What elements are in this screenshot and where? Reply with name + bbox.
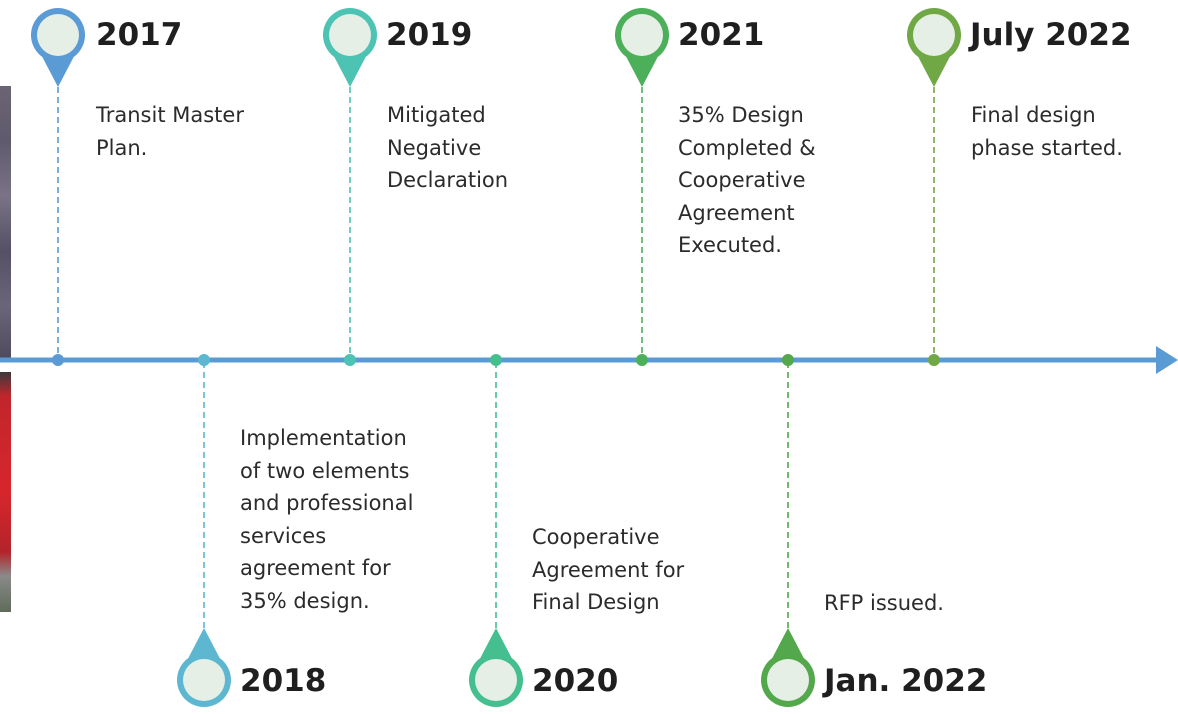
milestone-text-line: services	[240, 523, 327, 548]
cropped-photo-strip-bottom	[0, 372, 11, 612]
cropped-photo-strip-top	[0, 86, 11, 361]
milestone-text-line: Cooperative	[678, 168, 806, 192]
milestone-text-line: Negative	[387, 135, 482, 160]
milestone-year-july-2022: July 2022	[970, 17, 1132, 53]
milestone-text-line: Completed &	[678, 135, 816, 160]
milestone-text-2019: Mitigated Negative Declaration	[387, 99, 508, 197]
milestone-text-line: and professional	[240, 491, 414, 515]
milestone-axis-dot-jan-2022	[782, 354, 794, 366]
milestone-text-line: Agreement	[678, 200, 795, 225]
milestone-axis-dot-2017	[52, 354, 64, 366]
milestone-year-jan-2022: Jan. 2022	[824, 663, 988, 699]
map-pin-inner-2019	[329, 14, 371, 56]
map-pin-inner-july-2022	[913, 14, 955, 56]
map-pin-inner-2020	[475, 659, 517, 701]
milestone-text-line: phase started.	[971, 135, 1123, 160]
map-pin-inner-2021	[621, 14, 663, 56]
map-pin-inner-2017	[37, 14, 79, 56]
milestone-axis-dot-2018	[198, 354, 210, 366]
milestone-text-line: Final Design	[532, 590, 660, 614]
map-pin-inner-jan-2022	[767, 659, 809, 701]
milestone-text-line: 35% Design	[678, 103, 804, 127]
milestone-year-2021: 2021	[678, 17, 765, 53]
milestone-year-2020: 2020	[532, 663, 619, 699]
milestone-text-line: Executed.	[678, 233, 782, 257]
milestone-text-july-2022: Final design phase started.	[971, 99, 1123, 164]
milestone-year-2017: 2017	[96, 17, 183, 53]
milestone-text-line: RFP issued.	[824, 591, 944, 615]
milestone-text-line: Cooperative	[532, 525, 660, 549]
milestone-text-2021: 35% Design Completed & Cooperative Agree…	[678, 99, 816, 262]
map-pin-inner-2018	[183, 659, 225, 701]
milestone-axis-dot-july-2022	[928, 354, 940, 366]
milestone-year-2019: 2019	[386, 17, 473, 53]
milestone-text-line: Final design	[971, 103, 1096, 127]
milestone-text-line: of two elements	[240, 458, 410, 483]
milestone-text-line: Declaration	[387, 168, 509, 192]
milestone-text-2020: Cooperative Agreement for Final Design	[532, 521, 684, 619]
milestone-text-line: Implementation	[240, 426, 407, 450]
milestone-text-line: 35% design.	[240, 588, 370, 613]
milestone-year-2018: 2018	[240, 663, 327, 699]
timeline-arrowhead	[1156, 346, 1178, 374]
milestone-text-jan-2022: RFP issued.	[824, 587, 944, 620]
milestone-text-line: Agreement for	[532, 557, 685, 582]
milestone-text-2017: Transit Master Plan.	[96, 99, 244, 164]
milestone-text-line: Mitigated	[387, 103, 486, 127]
milestone-text-line: agreement for	[240, 556, 391, 580]
milestone-text-line: Transit Master	[96, 103, 244, 127]
milestone-axis-dot-2020	[490, 354, 502, 366]
milestone-text-2018: Implementation of two elements and profe…	[240, 422, 413, 617]
milestone-axis-dot-2019	[344, 354, 356, 366]
milestone-text-line: Plan.	[96, 135, 148, 160]
milestone-axis-dot-2021	[636, 354, 648, 366]
